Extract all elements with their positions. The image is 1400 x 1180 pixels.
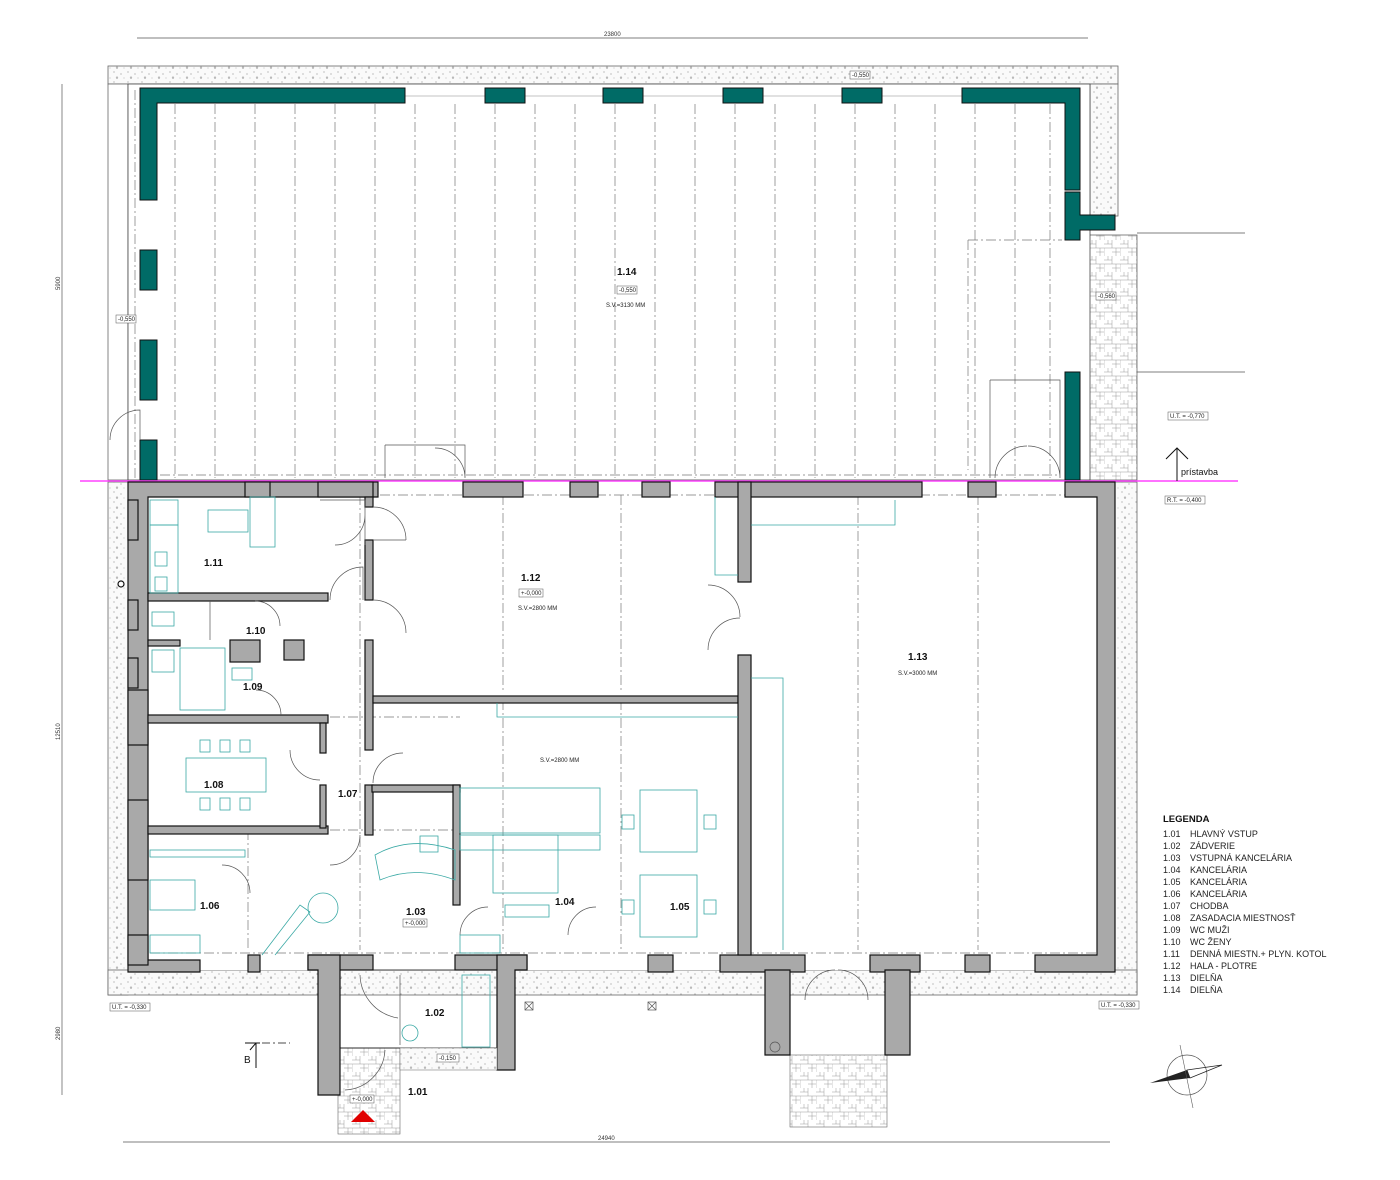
gravel-perimeter bbox=[107, 65, 1138, 996]
room-label-111: 1.11 bbox=[204, 558, 223, 569]
legend-item-name: ZASADACIA MIESTNOSŤ bbox=[1190, 913, 1296, 923]
clear-height-hall-114: S.V.=3130 MM bbox=[606, 303, 645, 309]
furniture bbox=[149, 496, 896, 956]
elevation-hall-112: +-0,000 bbox=[521, 591, 542, 597]
dimension-lines: 23800 24940 5900 12510 2980 bbox=[56, 32, 1110, 1143]
legend-item-name: WC MUŽI bbox=[1190, 925, 1230, 935]
elevation-entrance: +-0,000 bbox=[352, 1097, 373, 1103]
elevation-hall-114: -0,550 bbox=[619, 288, 637, 294]
extension-arrow-icon bbox=[1165, 447, 1189, 481]
legend-item-name: ZÁDVERIE bbox=[1190, 841, 1235, 851]
legend-item-code: 1.03 bbox=[1163, 853, 1181, 863]
room-label-106: 1.06 bbox=[200, 901, 220, 912]
legend-item-code: 1.04 bbox=[1163, 865, 1181, 875]
hall-114: 1.14 -0,550 S.V.=3130 MM -0,550 -0,550 -… bbox=[109, 70, 1117, 481]
legend-item-code: 1.01 bbox=[1163, 829, 1181, 839]
room-label-112: 1.12 bbox=[521, 573, 541, 584]
room-label-101: 1.01 bbox=[408, 1087, 428, 1098]
legend-item-name: KANCELÁRIA bbox=[1190, 865, 1247, 875]
legend-item-name: DIELŇA bbox=[1190, 985, 1223, 995]
legend: LEGENDA 1.01 HLAVNÝ VSTUP 1.02 ZÁDVERIE 1.03… bbox=[1163, 814, 1326, 995]
room-label-102: 1.02 bbox=[425, 1008, 445, 1019]
clear-height-office-105: S.V.=2800 MM bbox=[540, 758, 579, 764]
legend-item-code: 1.11 bbox=[1163, 949, 1180, 959]
legend-item-code: 1.14 bbox=[1163, 985, 1181, 995]
legend-item-code: 1.06 bbox=[1163, 889, 1181, 899]
room-label-110: 1.10 bbox=[246, 626, 266, 637]
legend-item-name: CHODBA bbox=[1190, 901, 1229, 911]
elevation-vestibule-step: -0,150 bbox=[439, 1056, 457, 1062]
elevation-rt-right: R.T. = -0,400 bbox=[1167, 498, 1202, 504]
room-label-113: 1.13 bbox=[908, 652, 928, 663]
legend-item-code: 1.02 bbox=[1163, 841, 1181, 851]
elevation-top-edge: -0,550 bbox=[852, 73, 870, 79]
elevation-right-paving: -0,560 bbox=[1098, 294, 1116, 300]
elevation-left-edge: -0,550 bbox=[118, 317, 136, 323]
legend-item-code: 1.09 bbox=[1163, 925, 1181, 935]
legend-item-code: 1.08 bbox=[1163, 913, 1181, 923]
room-label-104: 1.04 bbox=[555, 897, 575, 908]
section-mark-icon: B bbox=[244, 1042, 290, 1068]
room-label-108: 1.08 bbox=[204, 780, 224, 791]
extension-label: prístavba bbox=[1181, 467, 1218, 477]
dimension-bottom: 24940 bbox=[598, 1136, 615, 1142]
paving-rear bbox=[789, 1054, 888, 1128]
dimension-left-lower: 2980 bbox=[56, 1026, 62, 1040]
legend-item-name: WC ŽENY bbox=[1190, 937, 1232, 947]
clear-height-hall-113: S.V.=3000 MM bbox=[898, 671, 937, 677]
legend-item-code: 1.13 bbox=[1163, 973, 1181, 983]
legend-item-name: DENNÁ MIESTN.+ PLYN. KOTOL bbox=[1190, 949, 1326, 959]
north-arrow-icon bbox=[1150, 1044, 1223, 1109]
paving-right bbox=[1084, 234, 1138, 481]
legend-item-name: KANCELÁRIA bbox=[1190, 889, 1247, 899]
elevation-office-103: +-0,000 bbox=[405, 921, 426, 927]
dimension-top: 23800 bbox=[604, 32, 621, 38]
legend-item-name: VSTUPNÁ KANCELÁRIA bbox=[1190, 853, 1292, 863]
new-building: 1.11 1.10 1.09 1.08 1.07 1.06 1.03 +-0,0… bbox=[109, 481, 1140, 1122]
legend-item-code: 1.07 bbox=[1163, 901, 1181, 911]
elevation-ut-bottom-left: U.T. = -0,330 bbox=[112, 1005, 147, 1011]
room-label-105: 1.05 bbox=[670, 902, 690, 913]
legend-item-name: KANCELÁRIA bbox=[1190, 877, 1247, 887]
existing-walls bbox=[139, 87, 1116, 481]
room-label-107: 1.07 bbox=[338, 789, 358, 800]
dimension-left-upper: 5900 bbox=[56, 276, 62, 290]
legend-item-code: 1.10 bbox=[1163, 937, 1181, 947]
utility-marker-icon bbox=[524, 1001, 657, 1011]
legend-item-name: DIELŇA bbox=[1190, 973, 1223, 983]
main-entrance-marker-icon bbox=[351, 1110, 375, 1122]
elevation-ut-bottom-right: U.T. = -0,330 bbox=[1101, 1003, 1136, 1009]
room-label-103: 1.03 bbox=[406, 907, 426, 918]
legend-item-code: 1.05 bbox=[1163, 877, 1181, 887]
room-label-109: 1.09 bbox=[243, 682, 263, 693]
section-mark-label: B bbox=[244, 1055, 251, 1066]
elevation-ut-right: U.T. = -0,770 bbox=[1170, 414, 1205, 420]
dimension-left-middle: 12510 bbox=[56, 723, 62, 740]
clear-height-hall-112: S.V.=2800 MM bbox=[518, 606, 557, 612]
legend-item-name: HALA - PLOTRE bbox=[1190, 961, 1257, 971]
legend-item-code: 1.12 bbox=[1163, 961, 1181, 971]
legend-title: LEGENDA bbox=[1163, 814, 1210, 825]
room-label-114: 1.14 bbox=[617, 267, 637, 278]
new-walls bbox=[127, 481, 1116, 973]
legend-item-name: HLAVNÝ VSTUP bbox=[1190, 829, 1258, 839]
